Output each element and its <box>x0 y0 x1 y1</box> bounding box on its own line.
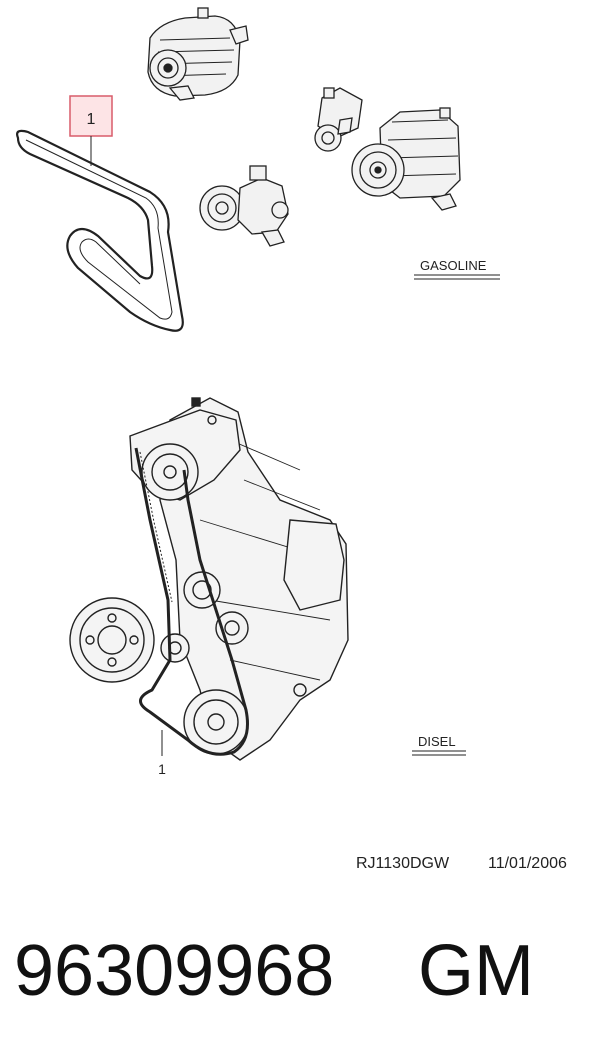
tensioner-illustration <box>314 87 363 152</box>
ac-compressor-illustration <box>351 107 461 211</box>
power-steering-pump-illustration <box>199 165 289 247</box>
callout-diesel-belt: 1 <box>158 730 166 777</box>
diesel-belt-illustration <box>134 447 249 756</box>
drawing-code: RJ1130DGW <box>356 855 450 872</box>
callout-gasoline-belt: 1 <box>69 95 113 166</box>
part-number: 96309968 <box>14 931 334 1011</box>
gasoline-belt-illustration <box>16 129 184 332</box>
section-label-gasoline: GASOLINE <box>414 258 500 280</box>
section-label-diesel: DISEL <box>412 734 466 756</box>
diesel-label-text: DISEL <box>418 734 456 749</box>
diesel-engine-illustration <box>69 397 349 761</box>
alternator-illustration <box>147 7 249 101</box>
gasoline-label-text: GASOLINE <box>420 258 487 273</box>
brand-name: GM <box>418 931 534 1011</box>
callout-gasoline-belt-number: 1 <box>87 111 96 128</box>
callout-diesel-belt-number: 1 <box>158 761 166 777</box>
drawing-date: 11/01/2006 <box>488 855 567 872</box>
